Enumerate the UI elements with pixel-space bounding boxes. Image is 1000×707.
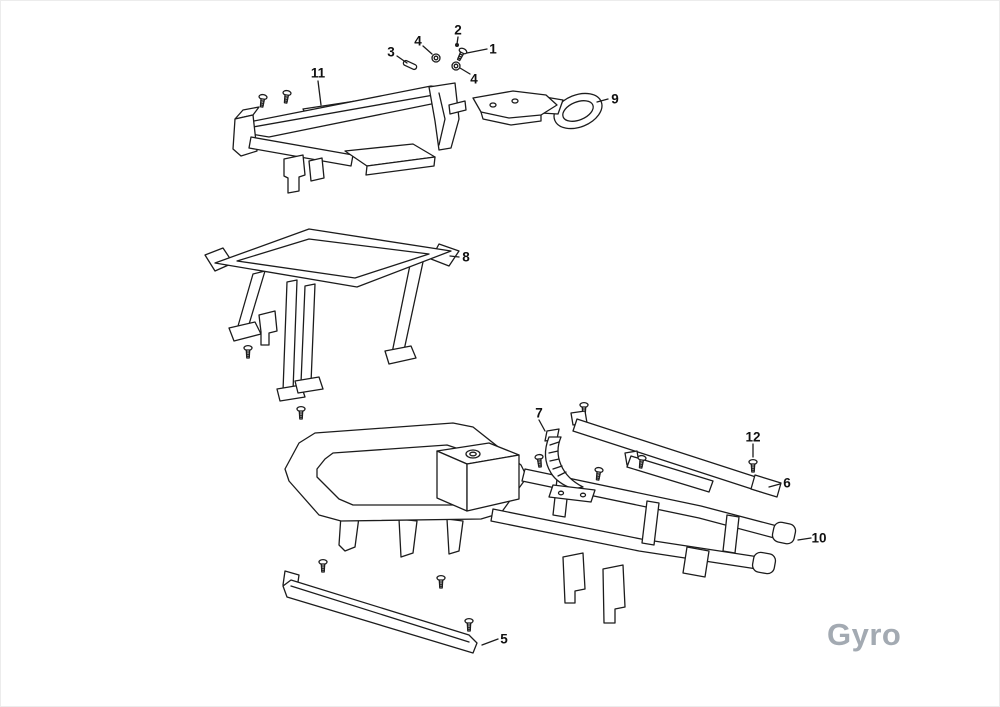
part-7-bracket bbox=[534, 428, 596, 503]
part-11-assembly bbox=[232, 82, 467, 194]
washer-part-4b bbox=[451, 61, 461, 71]
callout-4a: 4 bbox=[414, 33, 422, 49]
callout-2: 2 bbox=[454, 22, 462, 38]
callout-3: 3 bbox=[387, 44, 395, 60]
callout-10: 10 bbox=[811, 530, 827, 546]
part-5-bar bbox=[282, 558, 478, 654]
part-8-subframe bbox=[204, 228, 460, 420]
fastener-cluster bbox=[402, 43, 469, 71]
part-10-chassis bbox=[284, 422, 797, 624]
watermark: Gyro bbox=[827, 617, 902, 652]
callout-7: 7 bbox=[535, 405, 543, 421]
nut-part-2 bbox=[455, 43, 459, 47]
callout-1: 1 bbox=[489, 41, 497, 57]
callout-11: 11 bbox=[310, 65, 326, 81]
screw-part-12 bbox=[748, 458, 758, 473]
washer-part-4a bbox=[431, 53, 441, 63]
bolt-part-1 bbox=[454, 46, 469, 63]
leader-lines bbox=[317, 36, 812, 646]
callout-12: 12 bbox=[745, 429, 761, 445]
callout-5: 5 bbox=[500, 631, 508, 647]
callout-6: 6 bbox=[783, 475, 791, 491]
callout-4b: 4 bbox=[470, 71, 478, 87]
callout-9: 9 bbox=[611, 91, 619, 107]
part-6-rail bbox=[570, 401, 782, 498]
callout-8: 8 bbox=[462, 249, 470, 265]
part-9-bracket bbox=[472, 90, 603, 130]
